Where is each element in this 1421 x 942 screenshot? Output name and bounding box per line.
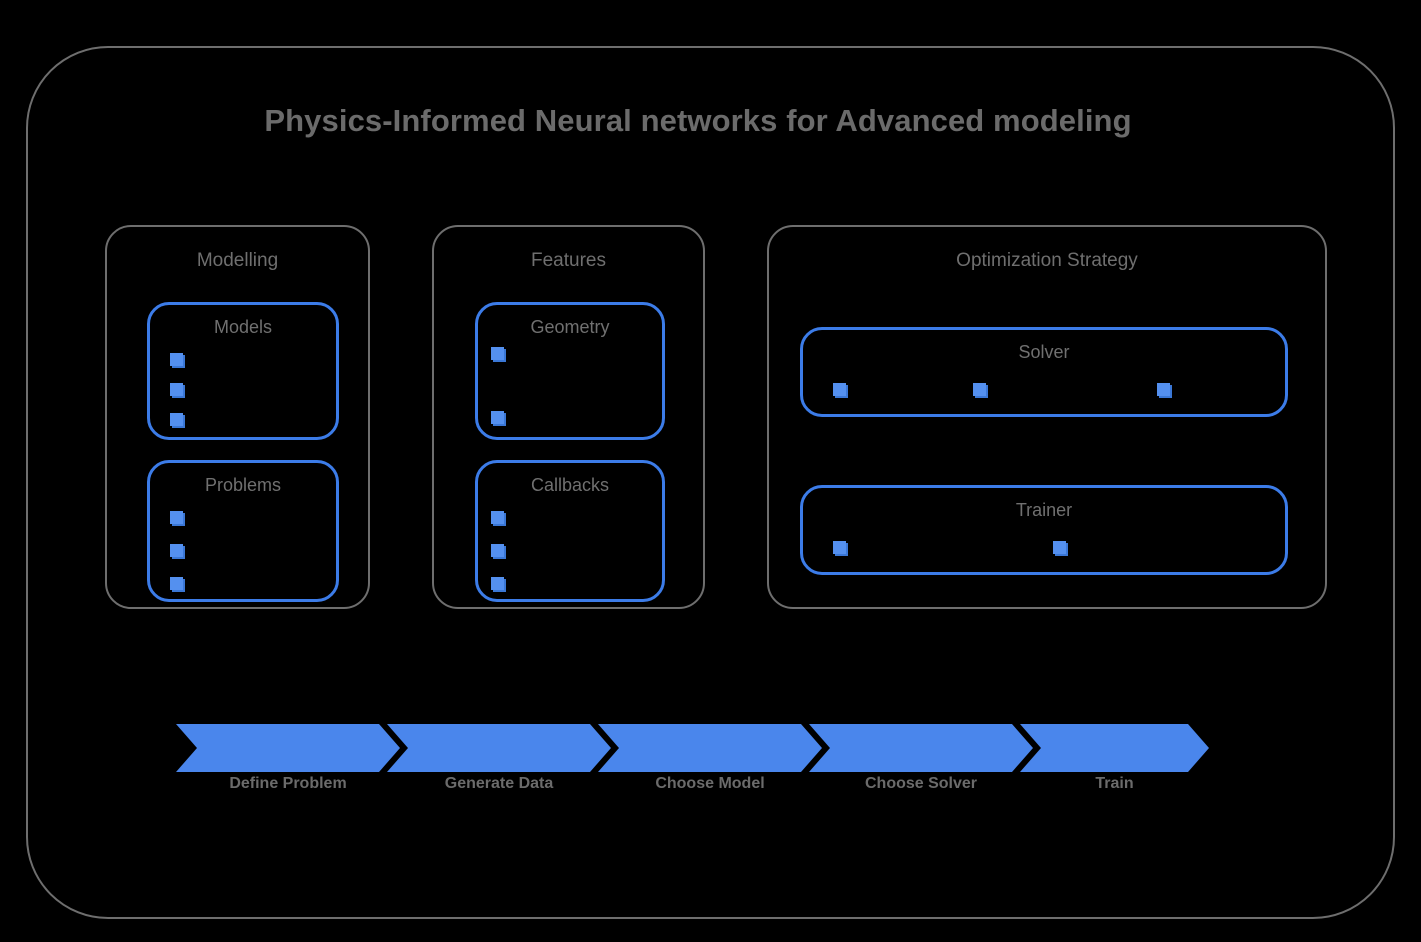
list-marker-cube [1157, 383, 1172, 398]
section-title-modelling: Modelling [196, 250, 279, 271]
list-marker-cube [170, 577, 185, 592]
list-marker-cube [170, 544, 185, 559]
diagram-outer-frame: Physics-Informed Neural networks for Adv… [26, 46, 1395, 919]
sub-box-title-geometry: Geometry [530, 317, 610, 337]
flow-arrow-train[interactable] [1020, 724, 1209, 772]
flow-arrow-choose-solver[interactable] [809, 724, 1033, 772]
sub-box-title-trainer: Trainer [1015, 500, 1073, 520]
sub-box-title-callbacks: Callbacks [530, 475, 610, 495]
page-title: Physics-Informed Neural networks for Adv… [264, 103, 1132, 138]
list-marker-cube [170, 353, 185, 368]
list-marker-cube [491, 411, 506, 426]
sub-box-title-solver: Solver [1018, 342, 1070, 362]
list-marker-cube [491, 577, 506, 592]
sub-box-title-problems: Problems [204, 475, 282, 495]
list-marker-cube [1053, 541, 1068, 556]
flow-arrow-choose-model[interactable] [598, 724, 822, 772]
sub-box-title-models: Models [213, 317, 273, 337]
flow-label-choose-solver: Choose Solver [864, 775, 978, 792]
flow-label-generate-data: Generate Data [444, 775, 554, 792]
section-title-optimization-strategy: Optimization Strategy [956, 250, 1138, 271]
list-marker-cube [491, 544, 506, 559]
process-flow-arrows [176, 724, 1209, 772]
sub-box-problems[interactable]: Problems [147, 460, 339, 602]
list-marker-cube [491, 511, 506, 526]
sub-box-solver[interactable]: Solver [800, 327, 1288, 417]
sub-box-callbacks[interactable]: Callbacks [475, 460, 665, 602]
list-marker-cube [170, 413, 185, 428]
flow-arrow-generate-data[interactable] [387, 724, 611, 772]
list-marker-cube [491, 347, 506, 362]
list-marker-cube [973, 383, 988, 398]
sub-box-trainer[interactable]: Trainer [800, 485, 1288, 575]
flow-label-define-problem: Define Problem [229, 775, 347, 792]
list-marker-cube [170, 511, 185, 526]
flow-label-choose-model: Choose Model [655, 775, 765, 792]
sub-box-geometry[interactable]: Geometry [475, 302, 665, 440]
list-marker-cube [833, 383, 848, 398]
sub-box-models[interactable]: Models [147, 302, 339, 440]
flow-label-train: Train [1095, 775, 1134, 792]
section-title-features: Features [531, 250, 606, 271]
flow-arrow-define-problem[interactable] [176, 724, 400, 772]
list-marker-cube [833, 541, 848, 556]
list-marker-cube [170, 383, 185, 398]
